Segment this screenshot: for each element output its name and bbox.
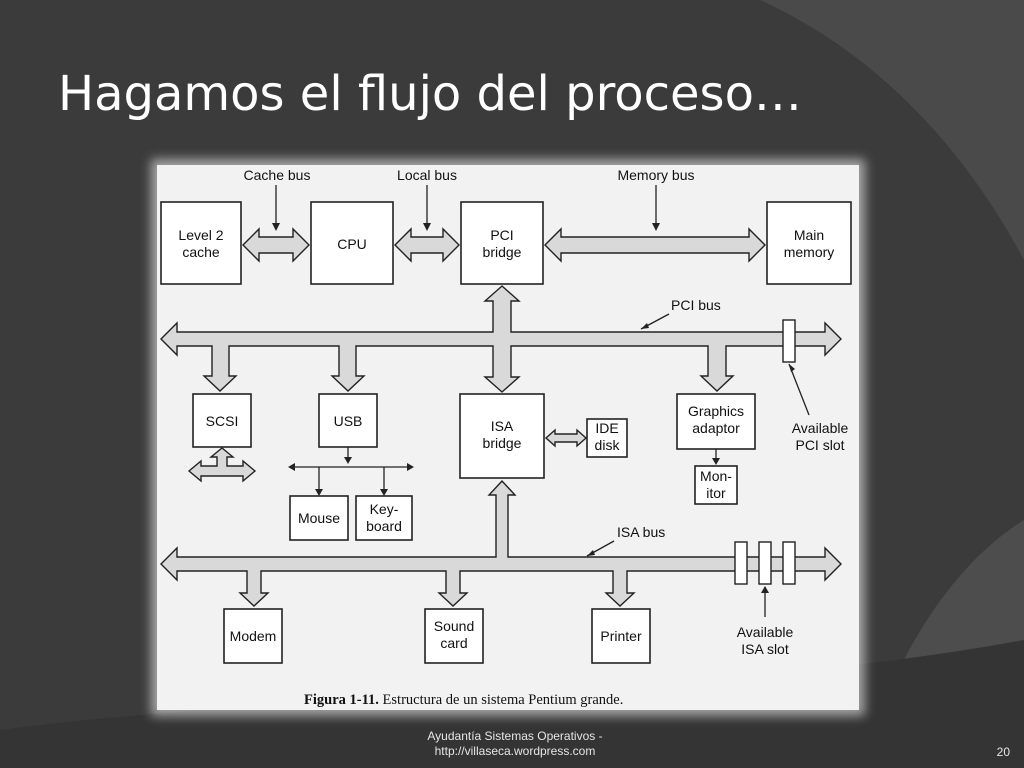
usb-box bbox=[318, 393, 378, 448]
graphics-adaptor-label-2: adaptor bbox=[692, 420, 740, 436]
footer-course-name: Ayudantía Sistemas Operativos - bbox=[427, 729, 603, 743]
figure-caption: Figura 1-11. Estructura de un sistema Pe… bbox=[304, 692, 623, 708]
available-pci-slot bbox=[782, 319, 796, 363]
scsi-box bbox=[192, 393, 252, 448]
pci-slot-annotation-1: Available bbox=[792, 420, 849, 436]
main-memory-label-2: memory bbox=[784, 244, 835, 260]
pci-slot-pointer bbox=[788, 363, 810, 416]
pci-bus bbox=[160, 285, 842, 393]
ide-disk-label-2: disk bbox=[595, 437, 621, 453]
monitor-label-1: Mon- bbox=[700, 468, 732, 484]
ide-disk-arrow bbox=[544, 428, 588, 448]
memory-bus-arrow bbox=[544, 227, 766, 263]
keyboard-label-2: board bbox=[366, 518, 402, 534]
usb-label: USB bbox=[334, 413, 363, 429]
isa-slot-annotation-2: ISA slot bbox=[741, 641, 789, 657]
available-isa-slot-1 bbox=[734, 541, 748, 585]
monitor-box bbox=[694, 465, 738, 505]
figure-caption-text: Estructura de un sistema Pentium grande. bbox=[379, 692, 623, 708]
mouse-label: Mouse bbox=[298, 510, 340, 526]
slide-page-number: 20 bbox=[996, 745, 1010, 759]
sound-card-label-2: card bbox=[440, 635, 467, 651]
printer-label: Printer bbox=[600, 628, 642, 644]
isa-bus bbox=[160, 479, 842, 607]
graphics-adaptor-box bbox=[676, 393, 756, 450]
level2-cache-box bbox=[160, 201, 242, 285]
slide-footer: Ayudantía Sistemas Operativos - http://v… bbox=[380, 729, 650, 759]
main-memory-box bbox=[766, 201, 852, 285]
slide-title: Hagamos el flujo del proceso… bbox=[58, 66, 802, 122]
pci-bus-label: PCI bus bbox=[671, 297, 721, 313]
pci-bridge-label-2: bridge bbox=[483, 244, 522, 260]
graphics-adaptor-label-1: Graphics bbox=[688, 403, 744, 419]
local-bus-label: Local bus bbox=[397, 167, 457, 183]
main-memory-label-1: Main bbox=[794, 227, 824, 243]
keyboard-label-1: Key- bbox=[370, 501, 399, 517]
cache-bus-arrow bbox=[242, 227, 310, 263]
available-isa-slot-3 bbox=[782, 541, 796, 585]
isa-bridge-label-2: bridge bbox=[483, 435, 522, 451]
level2-cache-label-2: cache bbox=[182, 244, 220, 260]
memory-bus-label: Memory bus bbox=[617, 167, 694, 183]
level2-cache-label-1: Level 2 bbox=[178, 227, 223, 243]
figure-caption-label: Figura 1-11. bbox=[304, 692, 379, 708]
local-bus-arrow bbox=[394, 227, 460, 263]
printer-box bbox=[591, 608, 651, 664]
scsi-bus-arrow bbox=[187, 447, 257, 483]
mouse-box bbox=[289, 495, 349, 541]
modem-label: Modem bbox=[230, 628, 277, 644]
cpu-box bbox=[310, 201, 394, 285]
pci-bridge-box bbox=[460, 201, 544, 285]
sound-card-box bbox=[424, 608, 484, 664]
monitor-label-2: itor bbox=[706, 485, 726, 501]
footer-url: http://villaseca.wordpress.com bbox=[434, 744, 596, 758]
diagram-figure: Level 2 cache CPU PCI bridge Main memory… bbox=[157, 165, 859, 710]
keyboard-box bbox=[355, 495, 413, 541]
pci-bridge-label-1: PCI bbox=[490, 227, 513, 243]
isa-bus-label: ISA bus bbox=[617, 524, 665, 540]
pci-slot-annotation-2: PCI slot bbox=[795, 437, 844, 453]
scsi-label: SCSI bbox=[206, 413, 239, 429]
pentium-architecture-diagram: Level 2 cache CPU PCI bridge Main memory… bbox=[160, 167, 852, 708]
sound-card-label-1: Sound bbox=[434, 618, 474, 634]
isa-bridge-box bbox=[459, 393, 545, 479]
isa-slot-annotation-1: Available bbox=[737, 624, 794, 640]
cpu-label: CPU bbox=[337, 236, 367, 252]
isa-bridge-label-1: ISA bbox=[491, 418, 514, 434]
available-isa-slot-2 bbox=[758, 541, 772, 585]
ide-disk-label-1: IDE bbox=[595, 420, 618, 436]
cache-bus-label: Cache bus bbox=[244, 167, 311, 183]
modem-box bbox=[223, 608, 283, 664]
